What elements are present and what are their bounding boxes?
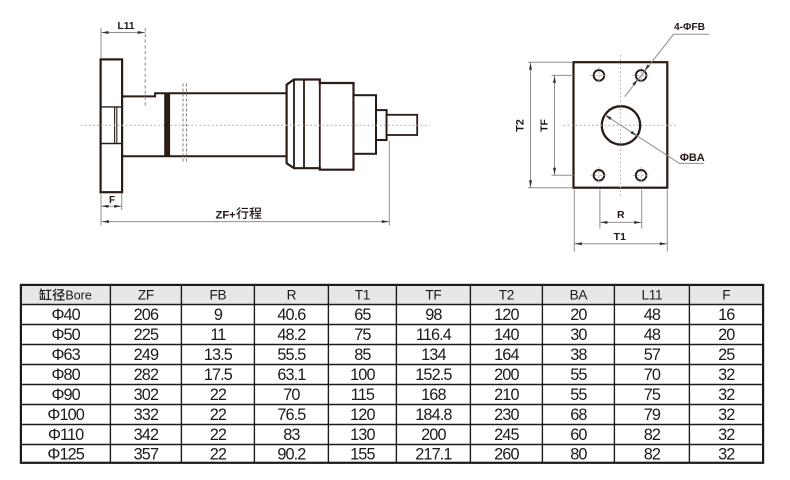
svg-text:11: 11 xyxy=(210,326,226,344)
svg-text:63.1: 63.1 xyxy=(277,366,306,384)
svg-text:70: 70 xyxy=(644,366,661,384)
svg-text:75: 75 xyxy=(354,326,371,344)
svg-text:249: 249 xyxy=(134,346,159,364)
svg-text:32: 32 xyxy=(718,426,735,444)
svg-text:60: 60 xyxy=(570,426,587,444)
svg-text:55.5: 55.5 xyxy=(277,346,306,364)
svg-text:332: 332 xyxy=(134,406,159,424)
svg-text:260: 260 xyxy=(494,445,519,463)
svg-text:48: 48 xyxy=(644,326,661,344)
svg-text:130: 130 xyxy=(350,426,375,444)
svg-text:115: 115 xyxy=(351,386,375,404)
svg-text:68: 68 xyxy=(570,406,587,424)
svg-text:48.2: 48.2 xyxy=(277,326,306,344)
svg-text:Φ80: Φ80 xyxy=(51,366,80,384)
svg-text:120: 120 xyxy=(350,406,375,424)
svg-text:75: 75 xyxy=(644,386,661,404)
svg-text:55: 55 xyxy=(570,386,587,404)
svg-text:342: 342 xyxy=(134,426,159,444)
svg-text:32: 32 xyxy=(718,366,735,384)
svg-text:79: 79 xyxy=(644,406,661,424)
svg-text:16: 16 xyxy=(718,306,735,324)
svg-text:ΦBA: ΦBA xyxy=(680,152,705,164)
svg-text:282: 282 xyxy=(134,366,159,384)
svg-text:22: 22 xyxy=(210,426,227,444)
svg-text:32: 32 xyxy=(718,406,735,424)
svg-text:155: 155 xyxy=(350,445,375,463)
svg-text:TF: TF xyxy=(539,119,551,132)
svg-text:Φ100: Φ100 xyxy=(47,406,84,424)
svg-text:22: 22 xyxy=(210,386,227,404)
svg-text:Φ90: Φ90 xyxy=(51,386,80,404)
svg-text:57: 57 xyxy=(644,346,661,364)
svg-text:4-ΦFB: 4-ΦFB xyxy=(674,22,705,33)
svg-text:25: 25 xyxy=(718,346,735,364)
svg-text:134: 134 xyxy=(421,346,446,364)
svg-text:T2: T2 xyxy=(515,119,527,132)
svg-text:152.5: 152.5 xyxy=(415,366,452,384)
svg-text:217.1: 217.1 xyxy=(415,445,452,463)
svg-text:80: 80 xyxy=(570,445,587,463)
svg-text:L11: L11 xyxy=(118,21,135,32)
svg-text:R: R xyxy=(287,287,297,302)
svg-text:357: 357 xyxy=(134,445,159,463)
svg-text:20: 20 xyxy=(570,306,587,324)
svg-text:70: 70 xyxy=(283,386,300,404)
svg-text:200: 200 xyxy=(494,366,519,384)
svg-text:40.6: 40.6 xyxy=(277,306,306,324)
svg-text:116.4: 116.4 xyxy=(416,326,452,344)
svg-text:T1: T1 xyxy=(355,287,370,302)
svg-text:164: 164 xyxy=(494,346,519,364)
svg-text:32: 32 xyxy=(718,386,735,404)
svg-text:32: 32 xyxy=(718,445,735,463)
svg-text:F: F xyxy=(109,195,115,206)
svg-text:F: F xyxy=(722,287,730,302)
svg-text:22: 22 xyxy=(210,445,227,463)
svg-text:82: 82 xyxy=(644,426,661,444)
svg-text:200: 200 xyxy=(421,426,446,444)
svg-text:TF: TF xyxy=(425,287,441,302)
svg-text:76.5: 76.5 xyxy=(277,406,306,424)
svg-text:48: 48 xyxy=(644,306,661,324)
svg-text:85: 85 xyxy=(354,346,371,364)
svg-text:22: 22 xyxy=(210,406,227,424)
svg-text:ZF+: ZF+ xyxy=(216,209,237,221)
svg-text:20: 20 xyxy=(718,326,735,344)
svg-text:90.2: 90.2 xyxy=(277,445,306,463)
svg-text:210: 210 xyxy=(494,386,519,404)
svg-text:206: 206 xyxy=(134,306,159,324)
svg-text:168: 168 xyxy=(421,386,446,404)
svg-text:Φ110: Φ110 xyxy=(48,426,84,444)
svg-text:T2: T2 xyxy=(499,287,514,302)
svg-text:120: 120 xyxy=(494,306,519,324)
svg-text:R: R xyxy=(617,209,625,221)
svg-text:55: 55 xyxy=(570,366,587,384)
svg-text:225: 225 xyxy=(134,326,159,344)
svg-text:ZF: ZF xyxy=(138,287,154,302)
svg-text:FB: FB xyxy=(210,287,227,302)
svg-text:17.5: 17.5 xyxy=(204,366,233,384)
svg-text:65: 65 xyxy=(354,306,371,324)
svg-text:230: 230 xyxy=(494,406,519,424)
svg-text:Φ40: Φ40 xyxy=(51,306,80,324)
svg-text:T1: T1 xyxy=(614,231,626,243)
svg-text:100: 100 xyxy=(350,366,375,384)
svg-text:BA: BA xyxy=(570,287,589,302)
svg-text:L11: L11 xyxy=(642,287,663,302)
svg-text:245: 245 xyxy=(494,426,519,444)
svg-text:Φ63: Φ63 xyxy=(51,346,80,364)
svg-text:98: 98 xyxy=(425,306,442,324)
svg-text:302: 302 xyxy=(134,386,159,404)
svg-text:Φ125: Φ125 xyxy=(47,445,84,463)
svg-text:Φ50: Φ50 xyxy=(51,326,80,344)
svg-text:9: 9 xyxy=(214,306,223,324)
svg-text:83: 83 xyxy=(283,426,300,444)
svg-text:184.8: 184.8 xyxy=(415,406,452,424)
svg-text:13.5: 13.5 xyxy=(204,346,233,364)
svg-text:82: 82 xyxy=(644,445,661,463)
svg-text:30: 30 xyxy=(570,326,587,344)
svg-text:140: 140 xyxy=(494,326,519,344)
svg-text:Bore: Bore xyxy=(65,288,91,302)
svg-text:38: 38 xyxy=(570,346,587,364)
